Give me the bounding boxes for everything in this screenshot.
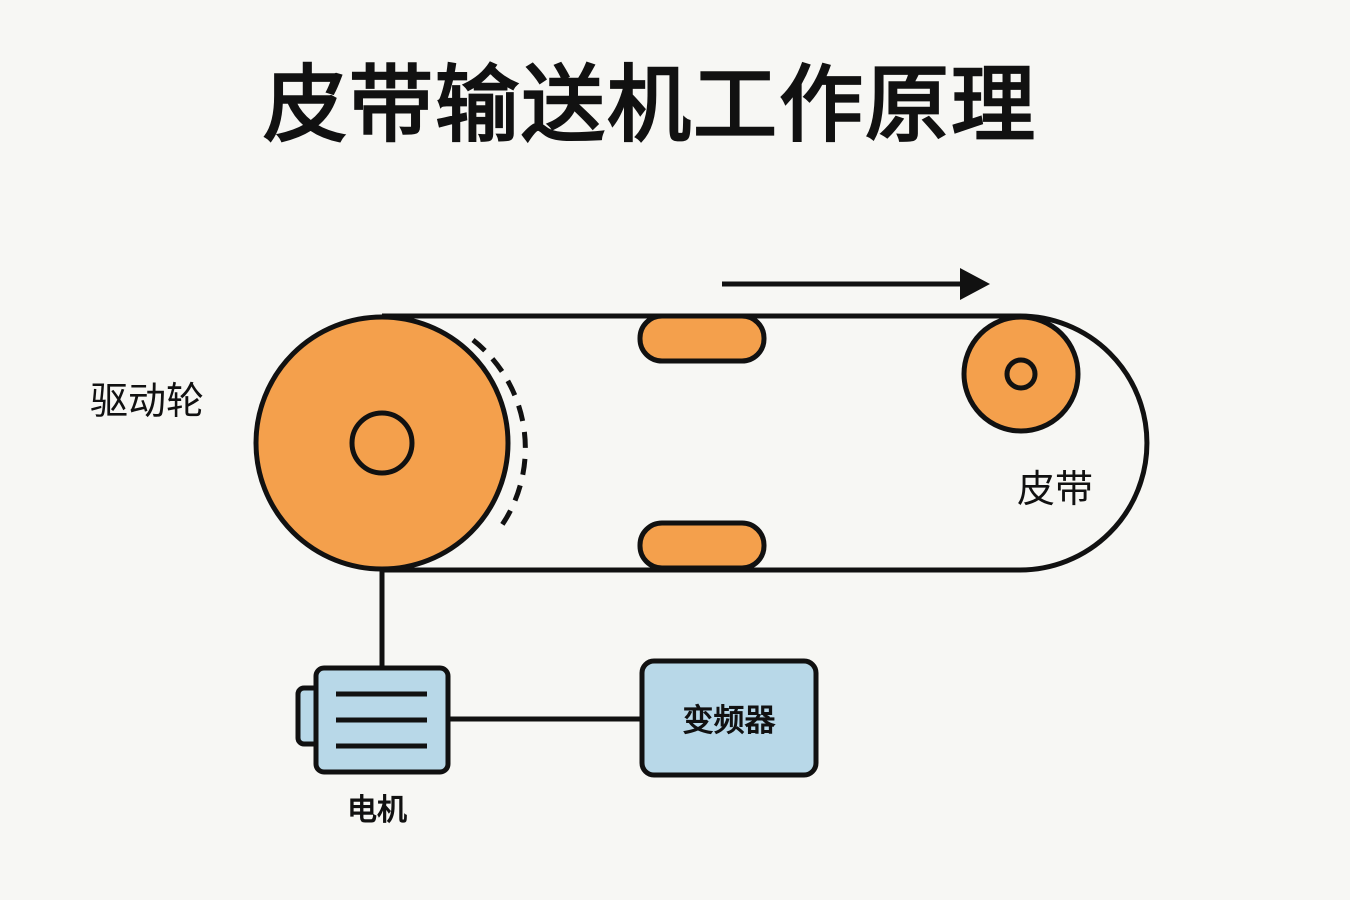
page-title: 皮带输送机工作原理 [262,56,1037,154]
belt-label: 皮带 [1017,467,1093,511]
drive-wheel-label: 驱动轮 [90,379,204,423]
drive-wheel-hub [349,410,415,476]
tail-wheel-hub [1004,357,1038,391]
inverter-label: 变频器 [683,703,777,739]
drive-wheel-motion-arc [471,338,528,534]
lower-idler-roller [637,520,767,571]
conveyor-belt [382,313,1150,573]
direction-arrow-head [960,268,990,300]
upper-idler-roller [637,313,767,364]
inverter-box [639,658,819,778]
motor-label: 电机 [347,793,407,828]
